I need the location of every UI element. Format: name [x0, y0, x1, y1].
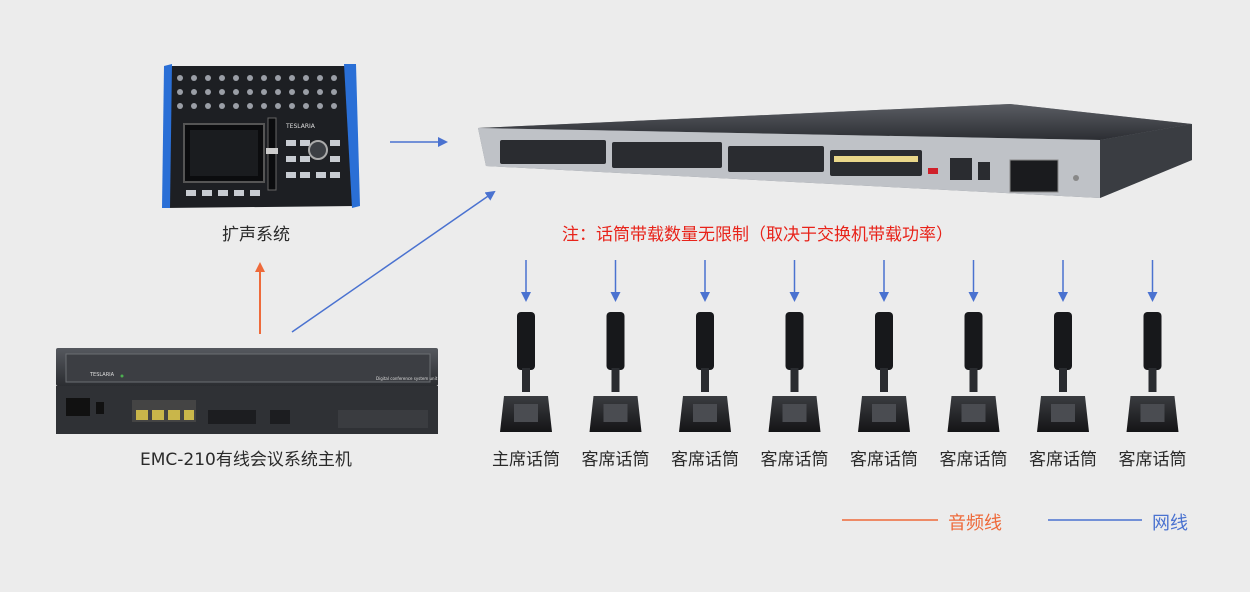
mic-head	[517, 312, 535, 370]
network-switch	[478, 104, 1192, 198]
mic-button	[961, 404, 986, 422]
capacity-note: 注：话筒带载数量无限制（取决于交换机带载功率）	[562, 225, 953, 245]
svg-text:TESLARIA: TESLARIA	[285, 123, 316, 130]
mic-label: 客席话筒	[1029, 450, 1097, 470]
mic-head	[1054, 312, 1072, 370]
mic-unit	[500, 260, 552, 432]
mic-neck	[701, 368, 709, 392]
mic-neck	[1059, 368, 1067, 392]
mic-unit	[768, 260, 821, 432]
mic-unit	[679, 260, 731, 432]
host-front-text: Digital conference system unit	[376, 376, 438, 381]
mic-button	[782, 404, 807, 422]
mic-neck	[611, 368, 620, 392]
mic-label: 客席话筒	[671, 450, 739, 470]
mic-label: 客席话筒	[581, 450, 650, 470]
mic-group	[500, 260, 1179, 432]
mic-button	[872, 404, 896, 422]
mic-label: 客席话筒	[850, 450, 918, 470]
mic-head	[1143, 312, 1162, 370]
legend-audio-label: 音频线	[948, 513, 1002, 534]
host-to-switch-network-arrow	[291, 190, 496, 333]
legend-network-label: 网线	[1152, 513, 1188, 534]
mic-neck	[1148, 368, 1157, 392]
mic-label: 主席话筒	[492, 450, 560, 470]
mic-label: 客席话筒	[760, 450, 829, 470]
mic-neck	[969, 368, 978, 392]
mic-head	[696, 312, 714, 370]
mic-head	[606, 312, 625, 370]
mic-button	[1140, 404, 1165, 422]
mic-unit	[947, 260, 1000, 432]
mic-unit	[589, 260, 642, 432]
mic-unit	[858, 260, 910, 432]
mic-head	[875, 312, 893, 370]
mic-button	[514, 404, 538, 422]
mic-button	[693, 404, 717, 422]
mic-unit	[1037, 260, 1089, 432]
host-label: EMC-210有线会议系统主机	[140, 450, 352, 470]
mic-head	[785, 312, 804, 370]
mic-neck	[522, 368, 530, 392]
mic-label: 客席话筒	[1118, 450, 1187, 470]
mixer-device: TESLARIA	[162, 64, 360, 208]
mixer-label: 扩声系统	[222, 225, 290, 245]
mic-neck	[880, 368, 888, 392]
host-brand-text: TESLARIA	[89, 372, 115, 378]
mic-button	[603, 404, 628, 422]
host-device	[56, 348, 438, 434]
mic-button	[1051, 404, 1075, 422]
mic-head	[964, 312, 983, 370]
mic-label: 客席话筒	[939, 450, 1008, 470]
mic-unit	[1126, 260, 1179, 432]
mic-neck	[790, 368, 799, 392]
